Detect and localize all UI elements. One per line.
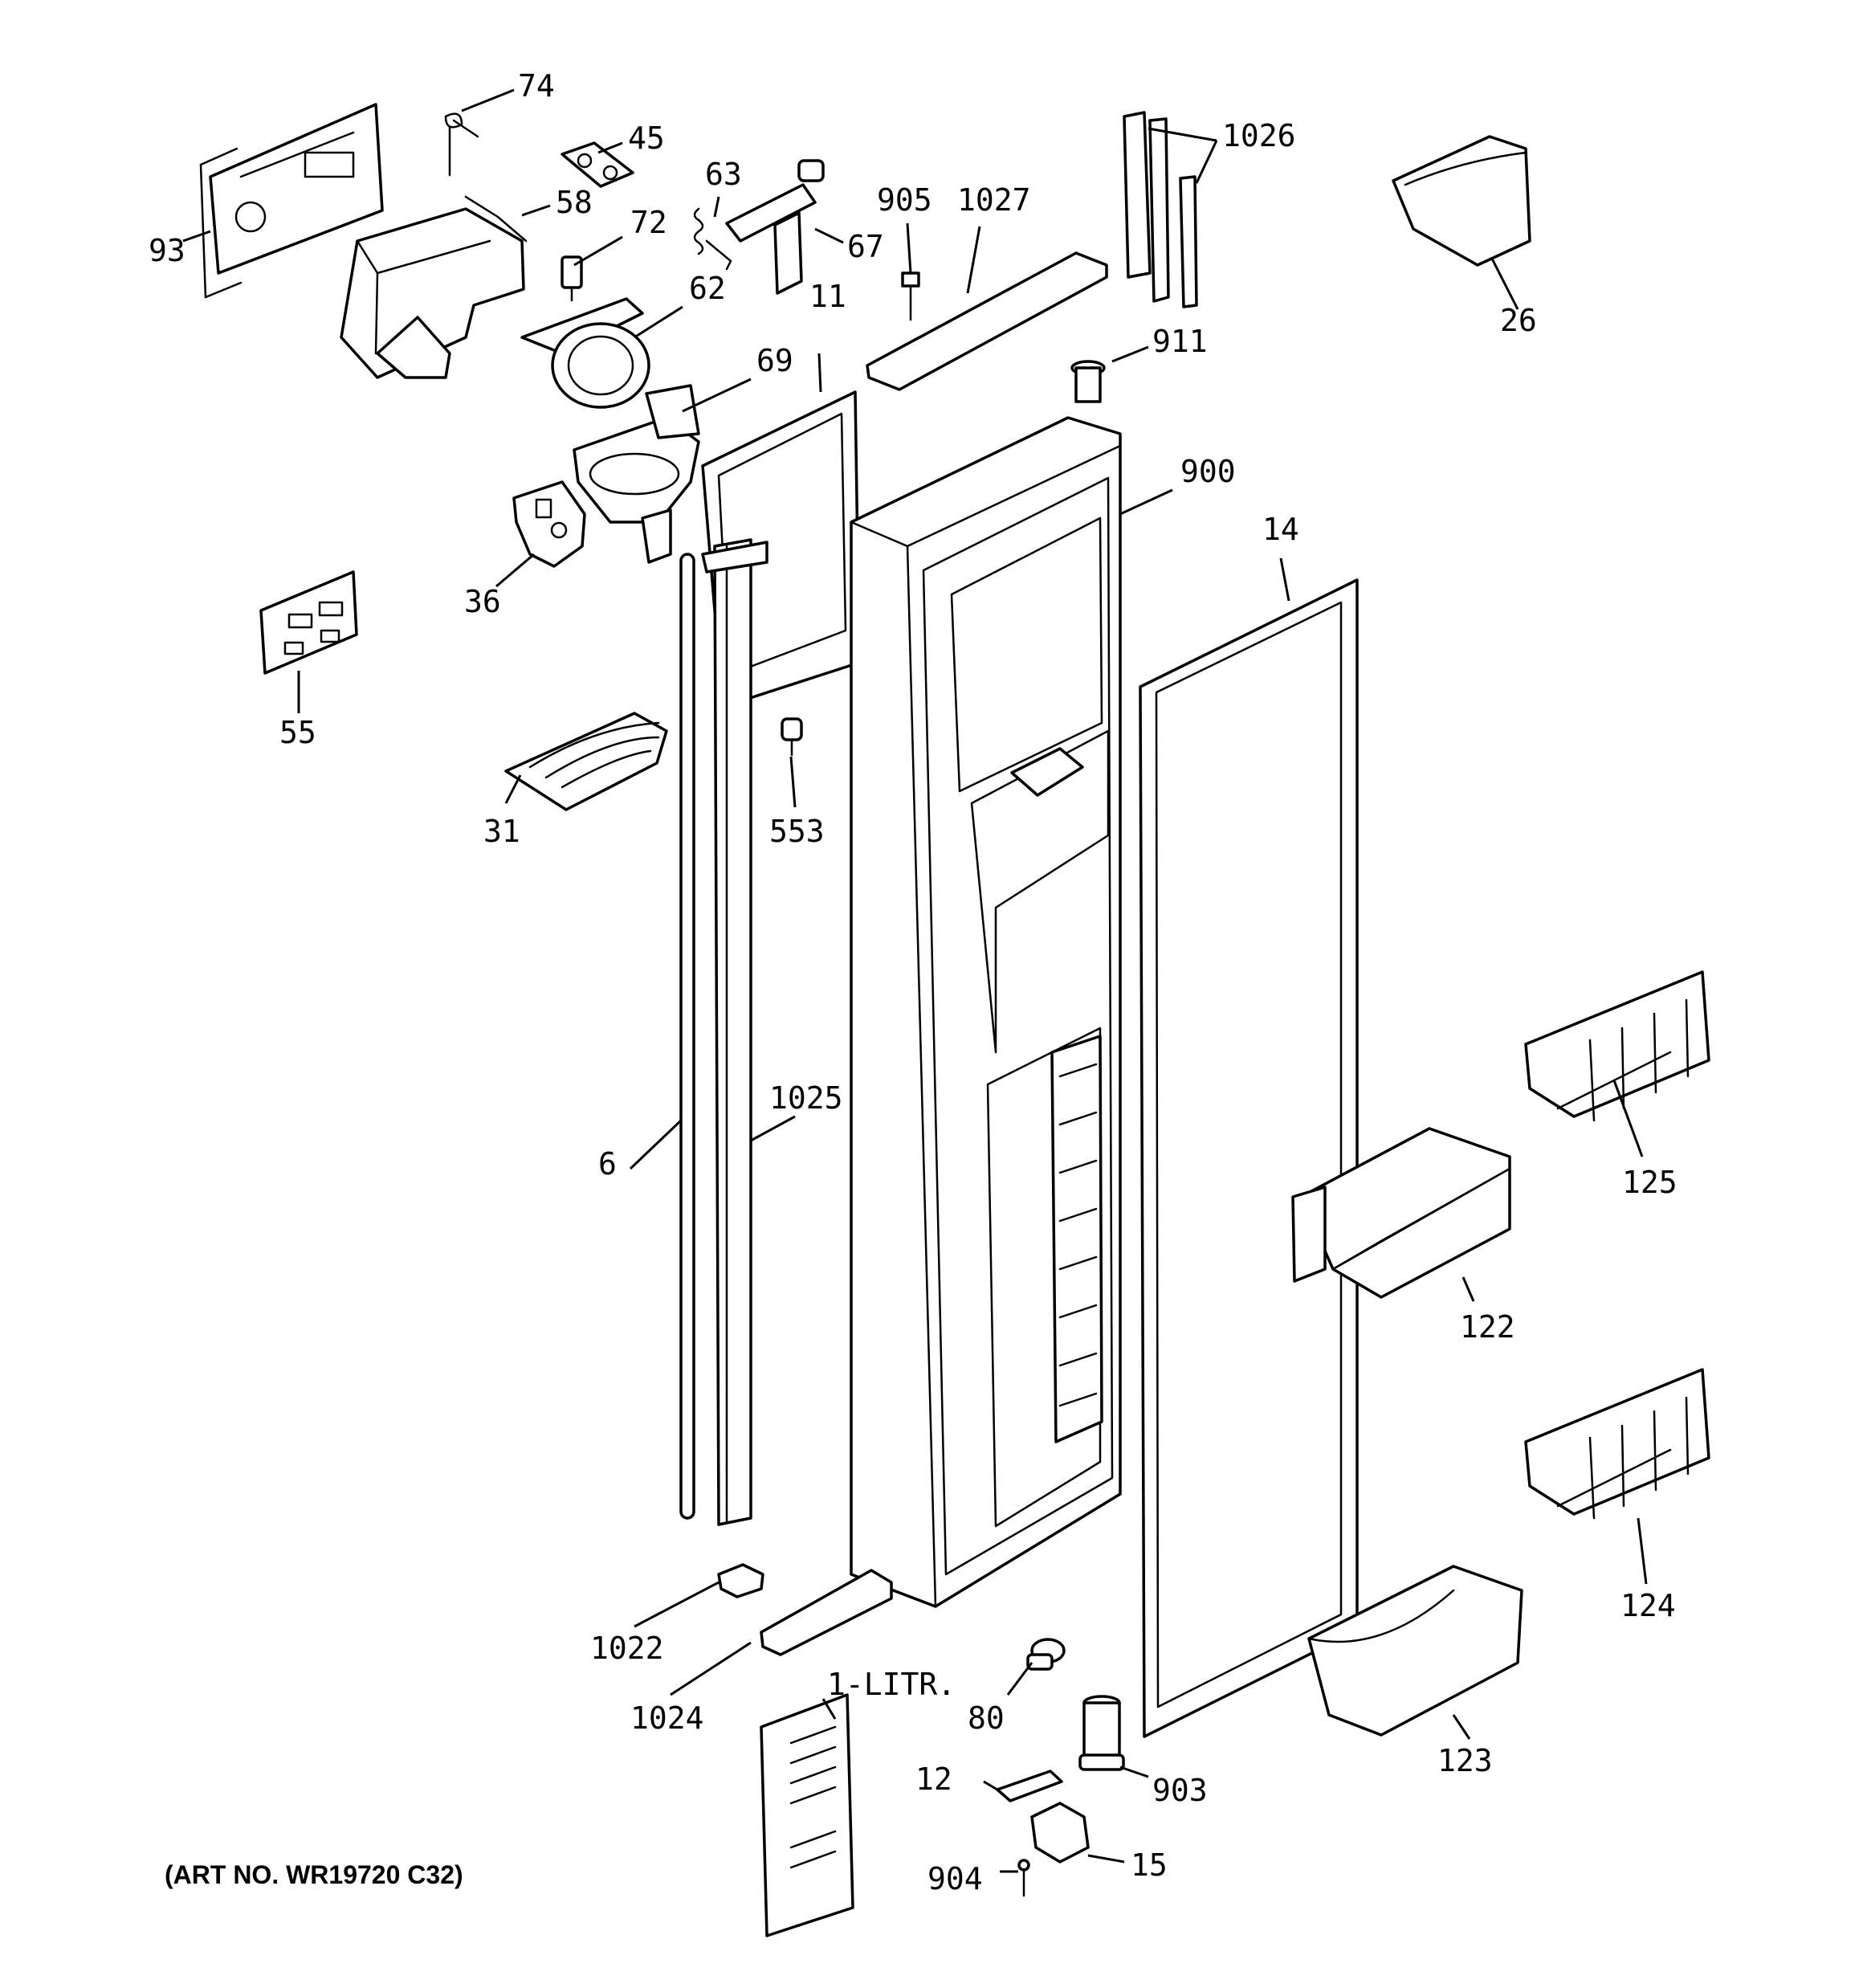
part-905-screw — [901, 271, 920, 321]
callout-72: 72 — [630, 205, 667, 240]
part-553-screw — [781, 717, 803, 757]
callout-69: 69 — [756, 343, 793, 378]
callout-80: 80 — [968, 1700, 1005, 1736]
callout-1027: 1027 — [957, 182, 1031, 218]
part-74-spring — [444, 112, 479, 177]
part-125-shelf-basket — [1524, 970, 1710, 1122]
part-1-litr-manual — [760, 1693, 854, 1937]
callout-58: 58 — [556, 185, 593, 220]
callout-6: 6 — [598, 1146, 617, 1182]
part-122-door-bin — [1291, 1127, 1511, 1299]
part-124-shelf-basket — [1524, 1368, 1710, 1520]
part-1024-bracket — [760, 1569, 893, 1656]
callout-125: 125 — [1622, 1165, 1678, 1200]
callout-124: 124 — [1620, 1588, 1676, 1623]
callout-11: 11 — [809, 279, 846, 314]
callout-904: 904 — [927, 1861, 983, 1896]
callout-36: 36 — [464, 584, 501, 619]
callout-1-litr: 1-LITR. — [827, 1667, 956, 1702]
part-1026-seal-strips — [1123, 111, 1198, 308]
part-62-motor-ring — [520, 297, 650, 409]
part-123-gallon-bin — [1307, 1565, 1523, 1737]
callout-63: 63 — [705, 157, 742, 192]
callout-45: 45 — [628, 120, 665, 156]
callout-15: 15 — [1131, 1847, 1168, 1883]
callout-900: 900 — [1180, 454, 1236, 489]
part-14-door-gasket — [1139, 578, 1359, 1738]
part-31-drip-tray — [504, 712, 668, 811]
part-911-bushing — [1070, 360, 1106, 403]
part-904-screw — [1017, 1859, 1030, 1897]
callout-12: 12 — [915, 1761, 952, 1797]
callout-93: 93 — [149, 233, 185, 268]
part-63-spring — [693, 207, 732, 271]
callout-123: 123 — [1437, 1743, 1493, 1778]
callout-labels: 74 45 93 58 63 72 67 905 1027 1026 26 62… — [149, 68, 1678, 1896]
callout-74: 74 — [518, 68, 555, 104]
callout-14: 14 — [1262, 512, 1299, 547]
part-1027-hinge-cover — [866, 251, 1108, 391]
part-1025-trim-strip — [701, 538, 768, 1526]
callout-1022: 1022 — [590, 1631, 664, 1666]
part-900-door — [850, 416, 1122, 1608]
leader-lines — [182, 88, 1648, 1873]
part-6-tube — [679, 553, 695, 1520]
part-15-hinge — [1030, 1802, 1090, 1863]
callout-67: 67 — [847, 229, 884, 264]
part-80-plug — [1026, 1638, 1066, 1671]
part-93-control-board — [199, 103, 384, 299]
callout-905: 905 — [877, 182, 932, 218]
art-number: (ART NO. WR19720 C32) — [165, 1860, 463, 1889]
part-69-ice-chute — [573, 384, 700, 564]
callout-1025: 1025 — [769, 1080, 843, 1116]
part-12-plate — [996, 1770, 1063, 1802]
part-1022-clip — [717, 1563, 764, 1598]
callout-553: 553 — [769, 814, 825, 849]
callout-26: 26 — [1500, 303, 1537, 338]
callout-122: 122 — [1460, 1309, 1515, 1345]
callout-911: 911 — [1152, 324, 1208, 359]
part-36-bracket — [512, 480, 586, 568]
callout-903: 903 — [1152, 1773, 1208, 1808]
part-55-plate — [259, 570, 358, 675]
callout-1026: 1026 — [1222, 118, 1296, 153]
callout-31: 31 — [483, 814, 520, 849]
callout-55: 55 — [279, 715, 316, 750]
part-903-pin — [1078, 1695, 1125, 1771]
callout-1024: 1024 — [630, 1700, 704, 1736]
part-58-dispenser-housing — [340, 195, 528, 379]
callout-62: 62 — [689, 271, 726, 306]
part-45-bracket — [561, 141, 634, 188]
part-26-ice-bucket — [1392, 135, 1531, 267]
part-67-arm — [725, 159, 825, 295]
